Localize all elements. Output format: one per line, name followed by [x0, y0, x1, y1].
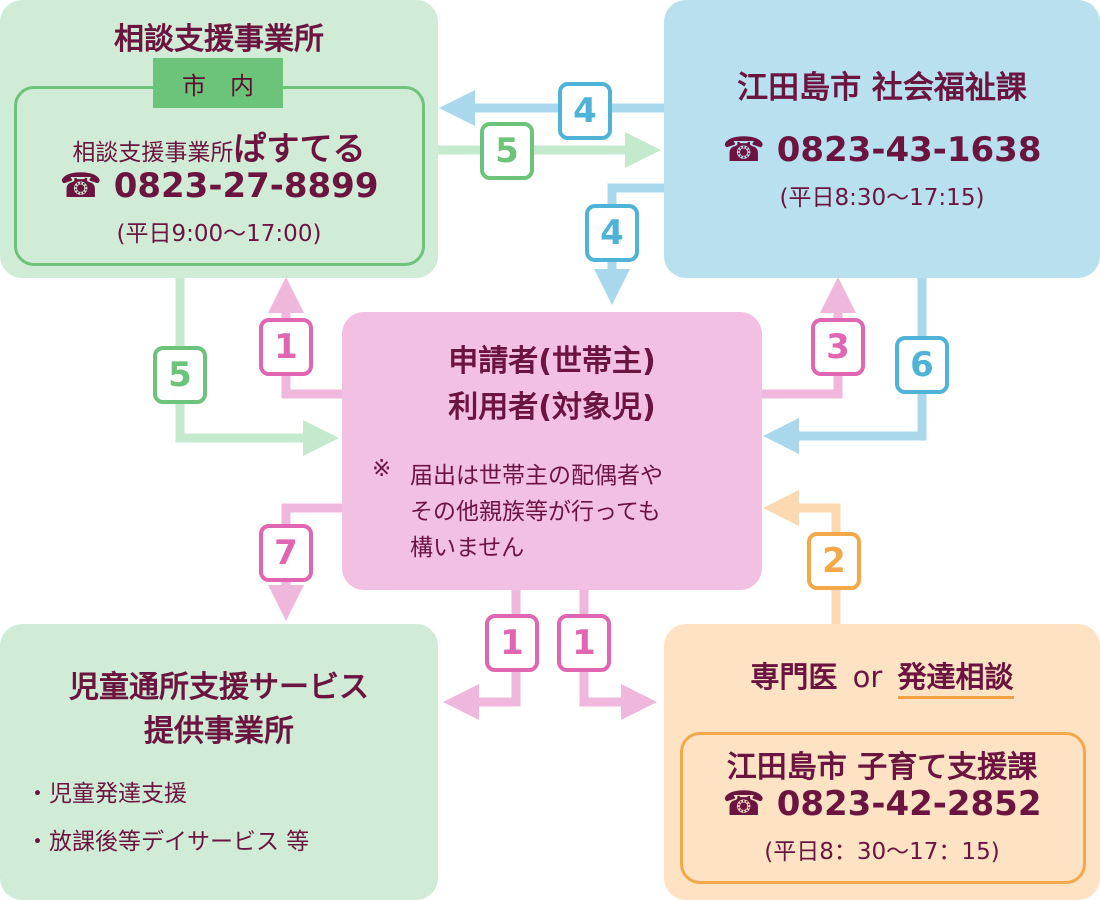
provider-item2: ・放課後等デイサービス 等 — [26, 829, 310, 855]
phone-icon: ☎ — [722, 784, 765, 824]
step-badge-5: 5 — [480, 122, 534, 180]
step-badge-1: 1 — [259, 318, 313, 376]
note-line2: その他親族等が行っても — [410, 499, 661, 525]
arrow-5-to-applicant — [175, 278, 339, 456]
applicant-line1: 申請者(世帯主) — [448, 344, 656, 379]
step-badge-4: 4 — [585, 204, 639, 262]
welfare-phone: 0823-43-1638 — [776, 130, 1042, 170]
applicant-box: 申請者(世帯主) 利用者(対象児) ※ 届出は世帯主の配偶者や その他親族等が行… — [342, 312, 762, 590]
consultation-title: 相談支援事業所 — [114, 22, 324, 57]
provider-line1: 児童通所支援サービス — [69, 670, 369, 705]
welfare-hours: (平日8:30～17:15) — [779, 185, 985, 211]
step-badge-7: 7 — [259, 524, 313, 582]
specialist-box: 専門医 or 発達相談 江田島市 子育て支援課 ☎ 0823-42-2852 (… — [664, 624, 1100, 900]
specialist-phone: 0823-42-2852 — [776, 784, 1042, 824]
consultation-phone-line: ☎ 0823-27-8899 — [0, 166, 438, 206]
provider-line2: 提供事業所 — [144, 714, 294, 749]
phone-icon: ☎ — [59, 166, 102, 206]
consultation-org-line: 相談支援事業所ぱすてる — [0, 122, 438, 170]
step-badge-3: 3 — [811, 318, 865, 376]
phone-icon: ☎ — [722, 130, 765, 170]
specialist-phone-line: ☎ 0823-42-2852 — [664, 784, 1100, 824]
provider-box: 児童通所支援サービス 提供事業所 ・児童発達支援 ・放課後等デイサービス 等 — [0, 624, 438, 900]
note-mark: ※ — [372, 456, 392, 482]
area-tag: 市 内 — [153, 58, 283, 108]
step-badge-6: 6 — [895, 336, 949, 394]
specialist-or: or — [852, 660, 883, 694]
consultation-org-name: ぱすてる — [233, 129, 366, 168]
consultation-inner-box — [14, 86, 425, 266]
welfare-division-box: 江田島市 社会福祉課 ☎ 0823-43-1638 (平日8:30～17:15) — [664, 0, 1100, 278]
welfare-title: 江田島市 社会福祉課 — [737, 70, 1027, 106]
step-badge-4: 4 — [558, 82, 612, 140]
step-badge-2: 2 — [807, 532, 861, 590]
specialist-inner-box — [680, 732, 1086, 884]
step-badge-1: 1 — [485, 614, 539, 672]
specialist-doctor: 専門医 — [750, 660, 838, 694]
consultation-org-prefix: 相談支援事業所 — [72, 140, 234, 166]
specialist-office: 江田島市 子育て支援課 — [726, 750, 1038, 785]
consultation-hours: (平日9:00～17:00) — [116, 221, 322, 247]
consultation-office-box: 相談支援事業所 市 内 相談支援事業所ぱすてる ☎ 0823-27-8899 (… — [0, 0, 438, 278]
note-line3: 構いません — [410, 535, 525, 561]
provider-item1: ・児童発達支援 — [26, 781, 187, 807]
step-badge-1: 1 — [557, 614, 611, 672]
arrow-6-to-applicant — [763, 278, 927, 454]
specialist-hours: (平日8：30～17：15) — [764, 839, 1000, 865]
note-line1: 届出は世帯主の配偶者や — [410, 463, 663, 489]
step-badge-5: 5 — [153, 346, 207, 404]
specialist-line: 専門医 or 発達相談 — [664, 654, 1100, 699]
specialist-consult: 発達相談 — [897, 660, 1014, 699]
welfare-phone-line: ☎ 0823-43-1638 — [664, 130, 1100, 170]
applicant-line2: 利用者(対象児) — [448, 390, 656, 425]
consultation-phone: 0823-27-8899 — [113, 166, 379, 206]
